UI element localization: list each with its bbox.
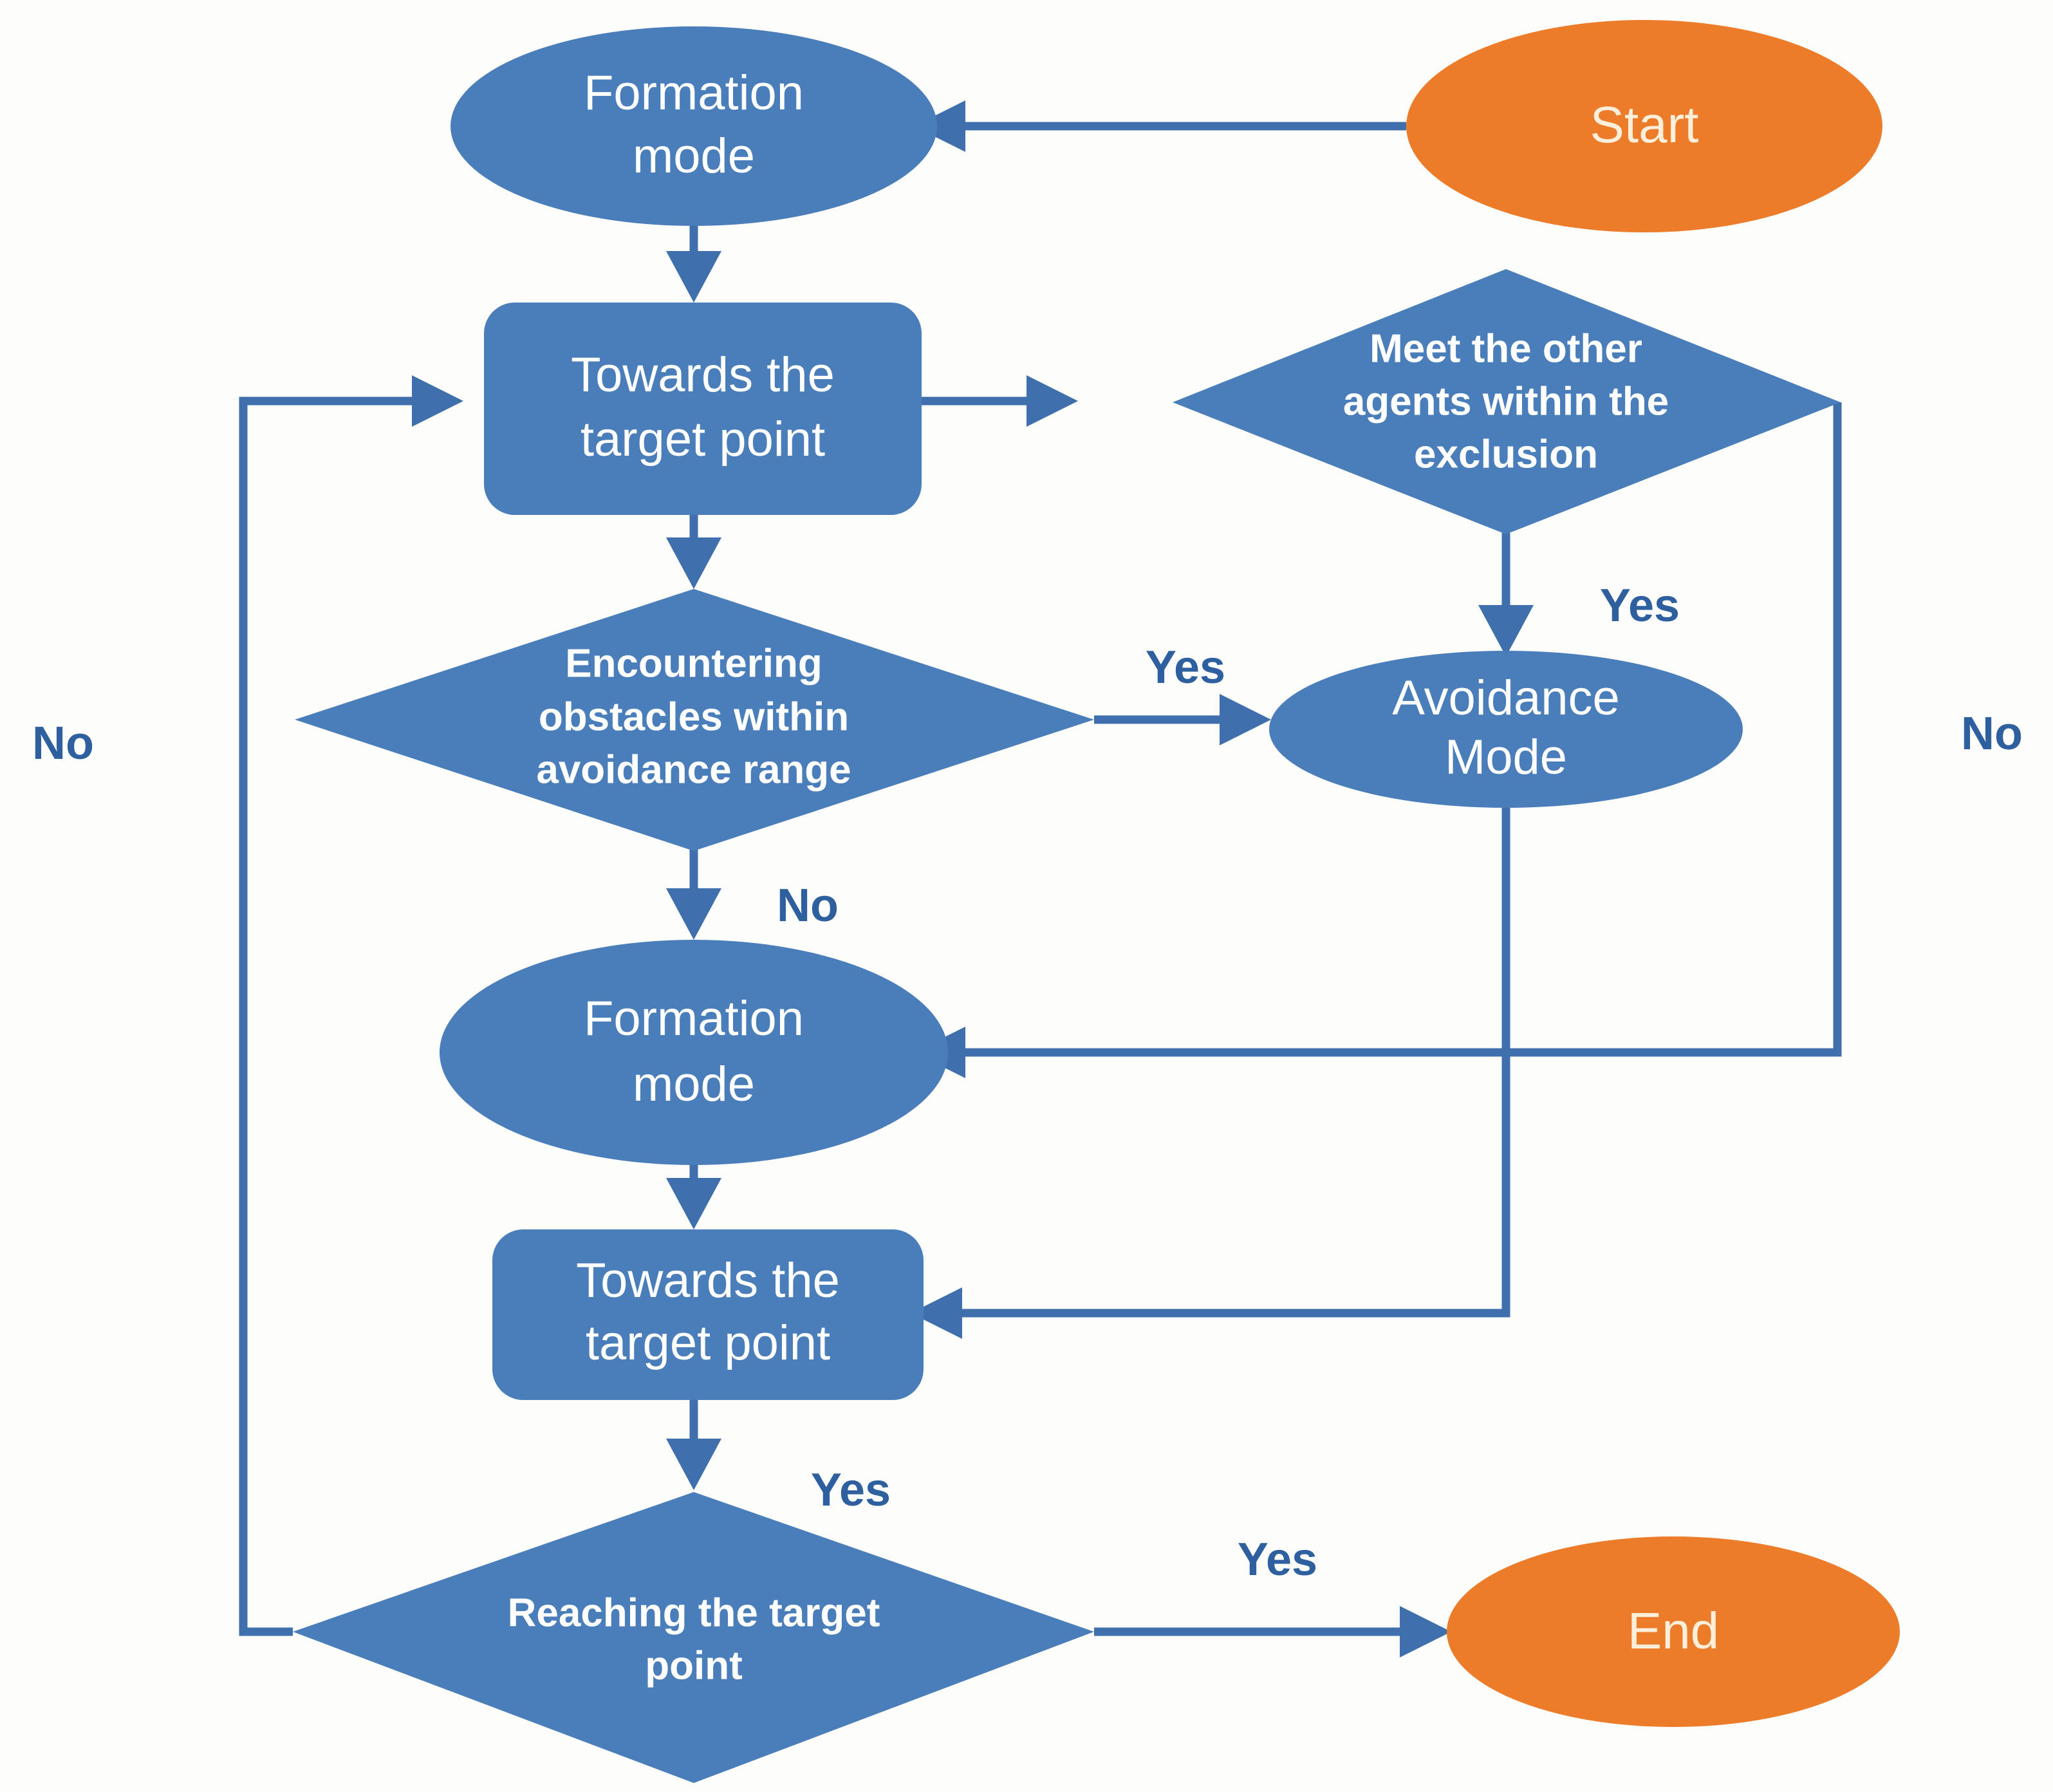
meet-other-agents-diamond[interactable] [1173, 269, 1841, 534]
node-formation-mode-top[interactable]: Formation mode [451, 26, 937, 226]
formation-mode-bottom-label-line1: Formation [584, 991, 804, 1046]
edge-label-layer: No No No Yes Yes Yes Yes [32, 580, 2023, 1585]
towards-target-point-top-label-line2: target point [581, 412, 825, 467]
end-label: End [1628, 1602, 1719, 1659]
towards-target-point-top-rect[interactable] [484, 303, 922, 515]
avoidance-mode-label-line1: Avoidance [1392, 671, 1620, 725]
edge-encountering-yes-to-avoidance [1094, 694, 1271, 745]
start-ellipse[interactable] [1406, 20, 1882, 232]
edge-encountering-no-to-formation-bottom [666, 850, 721, 940]
reaching-target-point-label-line1: Reaching the target [508, 1591, 880, 1635]
reaching-target-point-diamond[interactable] [293, 1492, 1094, 1783]
edge-label-no-left: No [32, 718, 94, 769]
edge-label-no-right: No [1961, 708, 2023, 760]
edge-towards-bottom-to-reaching [666, 1400, 721, 1490]
edge-start-to-formation-top [914, 100, 1406, 152]
node-avoidance-mode[interactable]: Avoidance Mode [1269, 651, 1743, 808]
avoidance-mode-ellipse[interactable] [1269, 651, 1743, 808]
edge-label-yes-reaching: Yes [811, 1464, 891, 1516]
avoidance-mode-label-line2: Mode [1445, 730, 1567, 785]
edge-towards-top-to-meet-agents [920, 375, 1078, 427]
node-formation-mode-bottom[interactable]: Formation mode [440, 940, 948, 1165]
formation-mode-top-ellipse[interactable] [451, 26, 937, 226]
encountering-obstacles-label-line2: obstacles within [539, 695, 849, 739]
meet-other-agents-label-line2: agents within the [1343, 379, 1669, 424]
towards-target-point-bottom-label-line1: Towards the [576, 1253, 840, 1308]
towards-target-point-bottom-label-line2: target point [586, 1316, 830, 1370]
node-end[interactable]: End [1447, 1536, 1900, 1727]
start-label: Start [1590, 96, 1699, 153]
formation-mode-bottom-ellipse[interactable] [440, 940, 948, 1165]
towards-target-point-top-label-line1: Towards the [571, 348, 835, 402]
edge-meet-agents-to-avoidance [1478, 533, 1534, 657]
node-towards-target-point-top[interactable]: Towards the target point [484, 303, 922, 515]
edge-reaching-to-end [1094, 1606, 1451, 1657]
encountering-obstacles-label-line3: avoidance range [536, 747, 851, 792]
node-start[interactable]: Start [1406, 20, 1882, 232]
encountering-obstacles-label-line1: Encountering [565, 641, 822, 686]
formation-mode-top-label-line1: Formation [584, 66, 804, 120]
edge-label-yes-end: Yes [1238, 1534, 1317, 1585]
node-meet-other-agents[interactable]: Meet the other agents within the exclusi… [1173, 269, 1841, 534]
formation-mode-top-label-line2: mode [633, 129, 755, 183]
edge-label-no-obstacles: No [777, 880, 839, 931]
formation-mode-bottom-label-line2: mode [633, 1057, 755, 1112]
node-encountering-obstacles[interactable]: Encountering obstacles within avoidance … [295, 589, 1094, 851]
encountering-obstacles-diamond[interactable] [295, 589, 1094, 851]
meet-other-agents-label-line3: exclusion [1414, 432, 1598, 476]
edge-reaching-no-loop-back [239, 375, 463, 1636]
node-reaching-target-point[interactable]: Reaching the target point [293, 1492, 1094, 1783]
towards-target-point-bottom-rect[interactable] [492, 1229, 924, 1400]
edge-label-yes-meet-agents: Yes [1600, 580, 1680, 631]
edge-towards-top-to-encountering [666, 512, 721, 589]
node-towards-target-point-bottom[interactable]: Towards the target point [492, 1229, 924, 1400]
end-ellipse[interactable] [1447, 1536, 1900, 1727]
meet-other-agents-label-line1: Meet the other [1370, 326, 1642, 371]
reaching-target-point-label-line2: point [645, 1643, 743, 1688]
edge-label-yes-obstacles: Yes [1146, 642, 1225, 693]
edge-avoidance-to-towards-bottom [911, 803, 1510, 1339]
